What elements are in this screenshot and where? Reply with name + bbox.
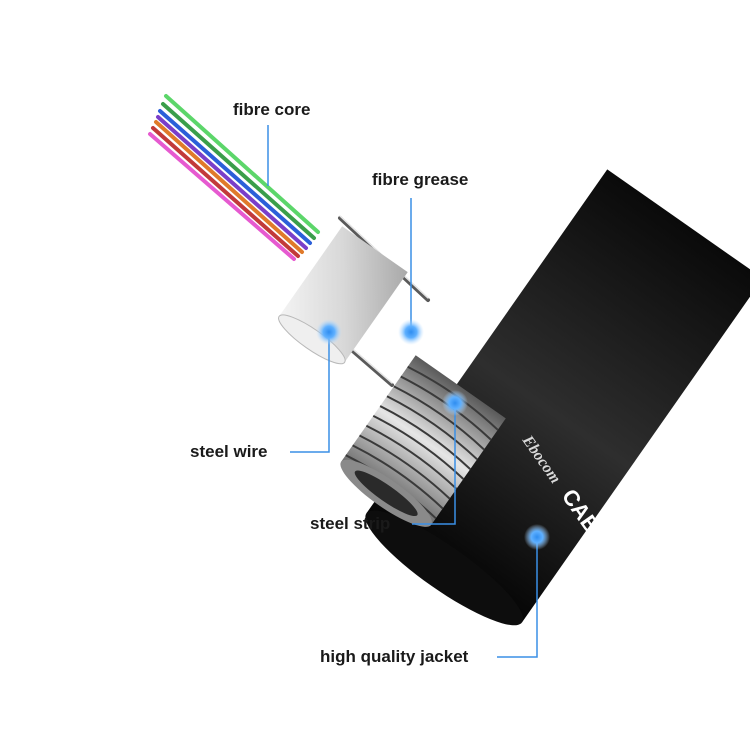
fibre-strand xyxy=(158,109,312,245)
fibre-strand xyxy=(156,115,308,250)
jacket-print-text: CABLE GYXTW xyxy=(557,484,671,632)
callout-lines xyxy=(267,125,538,658)
callout-dots xyxy=(316,319,550,550)
steel-wire-dot xyxy=(316,319,342,345)
label-steel-strip: steel strip xyxy=(310,514,391,533)
steel-strip-dot xyxy=(442,390,468,416)
label-fibre-core: fibre core xyxy=(233,100,311,119)
fibre-strand xyxy=(148,132,296,261)
fibre-strand xyxy=(164,94,320,234)
label-high-quality-jacket: high quality jacket xyxy=(320,647,469,666)
fibre-strand xyxy=(151,126,300,258)
fibre-strand xyxy=(161,102,316,240)
fibre-cores xyxy=(148,94,320,261)
fibre-strand xyxy=(154,120,304,254)
label-fibre-grease: fibre grease xyxy=(372,170,469,189)
loose-tube xyxy=(278,226,408,365)
jacket xyxy=(365,169,750,626)
jacket-dot xyxy=(524,524,550,550)
fibre-grease-dot xyxy=(398,319,424,345)
label-steel-wire: steel wire xyxy=(190,442,268,461)
